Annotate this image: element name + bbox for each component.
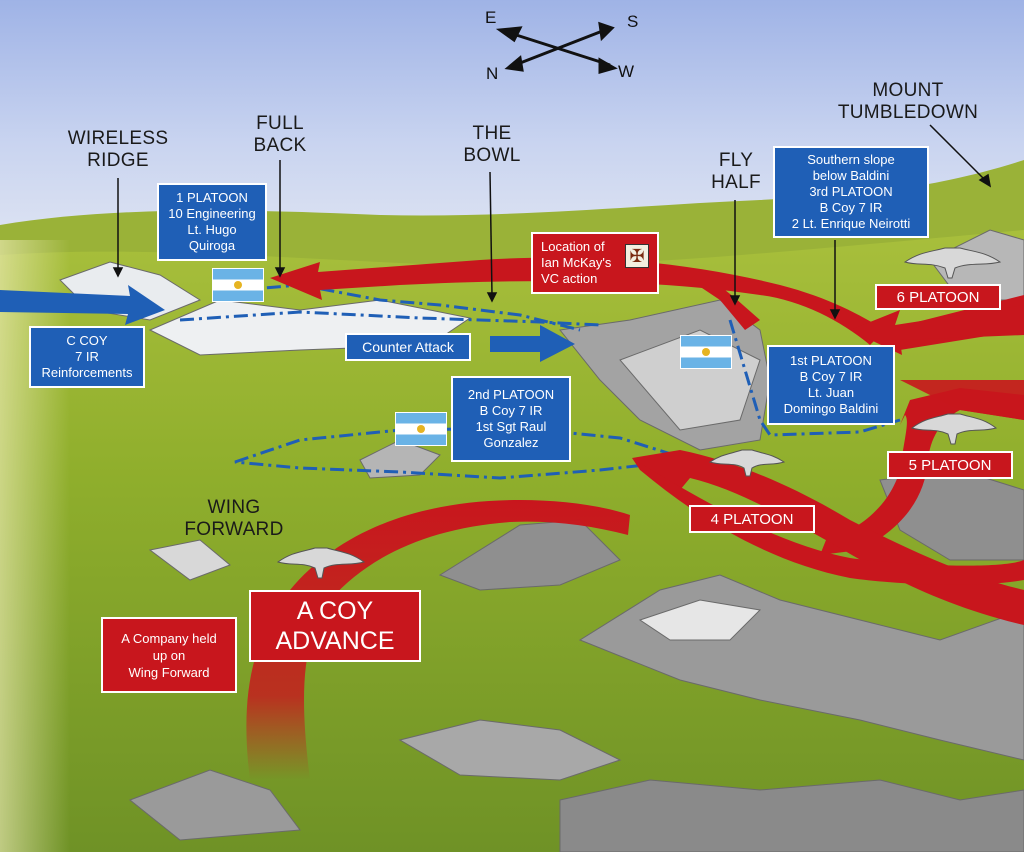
compass-east-label: E [485,8,497,27]
a-company-held-box: A Company held up on Wing Forward [101,617,237,693]
rock-outcrops [59,229,1024,852]
place-label-full-back: FULL BACK [253,113,307,156]
a-coy-advance-arrow [246,500,631,780]
compass-south-label: S [627,12,639,31]
unit-box-1st-platoon: 1st PLATOON B Coy 7 IR Lt. Juan Domingo … [767,345,895,425]
unit-box-4-platoon: 4 PLATOON [689,505,815,533]
place-label-wing-forward: WING FORWARD [184,497,284,540]
place-label-wireless-ridge: WIRELESS RIDGE [67,128,169,171]
unit-box-6-platoon: 6 PLATOON [875,284,1001,310]
unit-box-1-platoon: 1 PLATOON 10 Engineering Lt. Hugo Quirog… [157,183,267,261]
argentine-flag-icon [680,335,732,369]
argentine-arrows [0,285,575,362]
place-label-mount-tumbledown: MOUNT TUMBLEDOWN [837,80,979,123]
unit-box-2nd-platoon: 2nd PLATOON B Coy 7 IR 1st Sgt Raul Gonz… [451,376,571,462]
victoria-cross-icon: ✠ [625,244,649,268]
argentine-flag-icon [212,268,264,302]
label-leader-lines [112,124,992,320]
unit-box-5-platoon: 5 PLATOON [887,451,1013,479]
compass-west-label: W [618,62,635,81]
place-label-fly-half: FLY HALF [711,150,761,193]
argentine-flag-icon [395,412,447,446]
vc-location-box: Location of Ian McKay's VC action ✠ [531,232,659,294]
para-insignia-icon [276,247,1002,579]
unit-box-3rd-platoon: Southern slope below Baldini 3rd PLATOON… [773,146,929,238]
unit-box-c-coy: C COY 7 IR Reinforcements [29,326,145,388]
place-label-the-bowl: THE BOWL [463,123,521,166]
counter-attack-label: Counter Attack [345,333,471,361]
compass-icon [495,21,618,74]
compass-north-label: N [486,64,499,83]
a-coy-advance-box: A COY ADVANCE [249,590,421,662]
